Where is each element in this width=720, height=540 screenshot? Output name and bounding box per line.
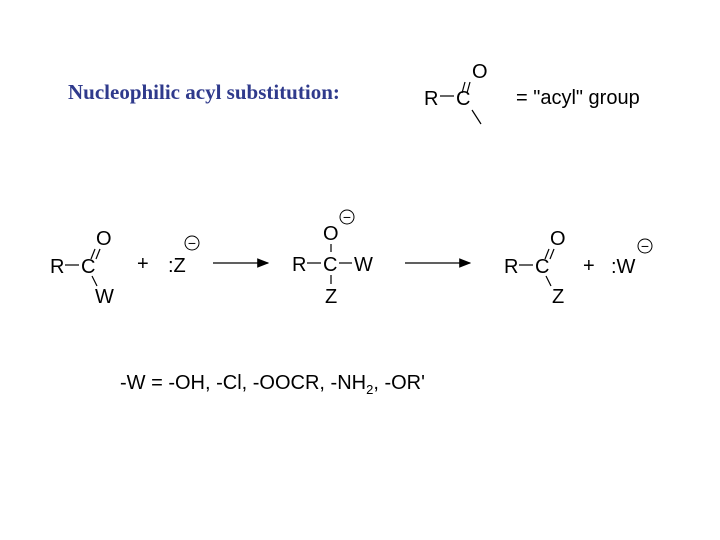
page-title: Nucleophilic acyl substitution: (68, 80, 340, 104)
product-oxygen: O (550, 228, 566, 250)
reactant-carbon: C (81, 256, 95, 278)
intermediate-z: Z (325, 286, 337, 308)
acyl-definition-label: = "acyl" group (516, 87, 640, 109)
leaving-group-charge: − (641, 238, 649, 254)
reactant-c-w-bond (91, 275, 98, 287)
product-structure: O R C Z (504, 228, 566, 308)
reactant-w: W (95, 286, 114, 308)
leaving-group-list-suffix: , -OR' (373, 372, 425, 394)
leaving-group-list-subscript: 2 (366, 382, 373, 397)
nucleophile-charge-circle (184, 235, 200, 251)
intermediate-charge-circle (339, 209, 355, 225)
acyl-r: R (424, 88, 438, 110)
intermediate-w: W (354, 254, 373, 276)
intermediate-carbon: C (323, 254, 337, 276)
reactant-structure: O R C W (50, 228, 114, 308)
product-double-bond-b (549, 248, 555, 260)
nucleophile-label: :Z (168, 255, 186, 277)
nucleophile: :Z − (168, 235, 200, 277)
intermediate-structure: O − R C W Z (292, 209, 373, 308)
product-c-z-bond (545, 275, 552, 287)
reactant-r: R (50, 256, 64, 278)
reactant-oxygen: O (96, 228, 112, 250)
nucleophile-charge: − (188, 235, 196, 251)
intermediate-oxygen-charge: − (343, 209, 351, 225)
plus-sign-1: + (137, 253, 149, 275)
reactant-double-bond-a (90, 248, 96, 260)
product-double-bond-a (544, 248, 550, 260)
leaving-group: :W − (611, 238, 653, 278)
intermediate-r: R (292, 254, 306, 276)
acyl-carbon: C (456, 88, 470, 110)
leaving-group-list: -W = -OH, -Cl, -OOCR, -NH2, -OR' (120, 372, 425, 397)
acyl-oxygen: O (472, 61, 488, 83)
plus-sign-2: + (583, 255, 595, 277)
leaving-group-label: :W (611, 256, 636, 278)
acyl-open-bond (471, 109, 482, 125)
leaving-group-charge-circle (637, 238, 653, 254)
reactant-double-bond-b (95, 248, 101, 260)
product-z: Z (552, 286, 564, 308)
leaving-group-list-prefix: -W = -OH, -Cl, -OOCR, -NH (120, 372, 366, 394)
product-carbon: C (535, 256, 549, 278)
acyl-double-bond-b (466, 81, 471, 94)
acyl-group-structure: O R C (424, 61, 488, 125)
acyl-double-bond-a (461, 81, 466, 94)
intermediate-oxygen: O (323, 223, 339, 245)
product-r: R (504, 256, 518, 278)
